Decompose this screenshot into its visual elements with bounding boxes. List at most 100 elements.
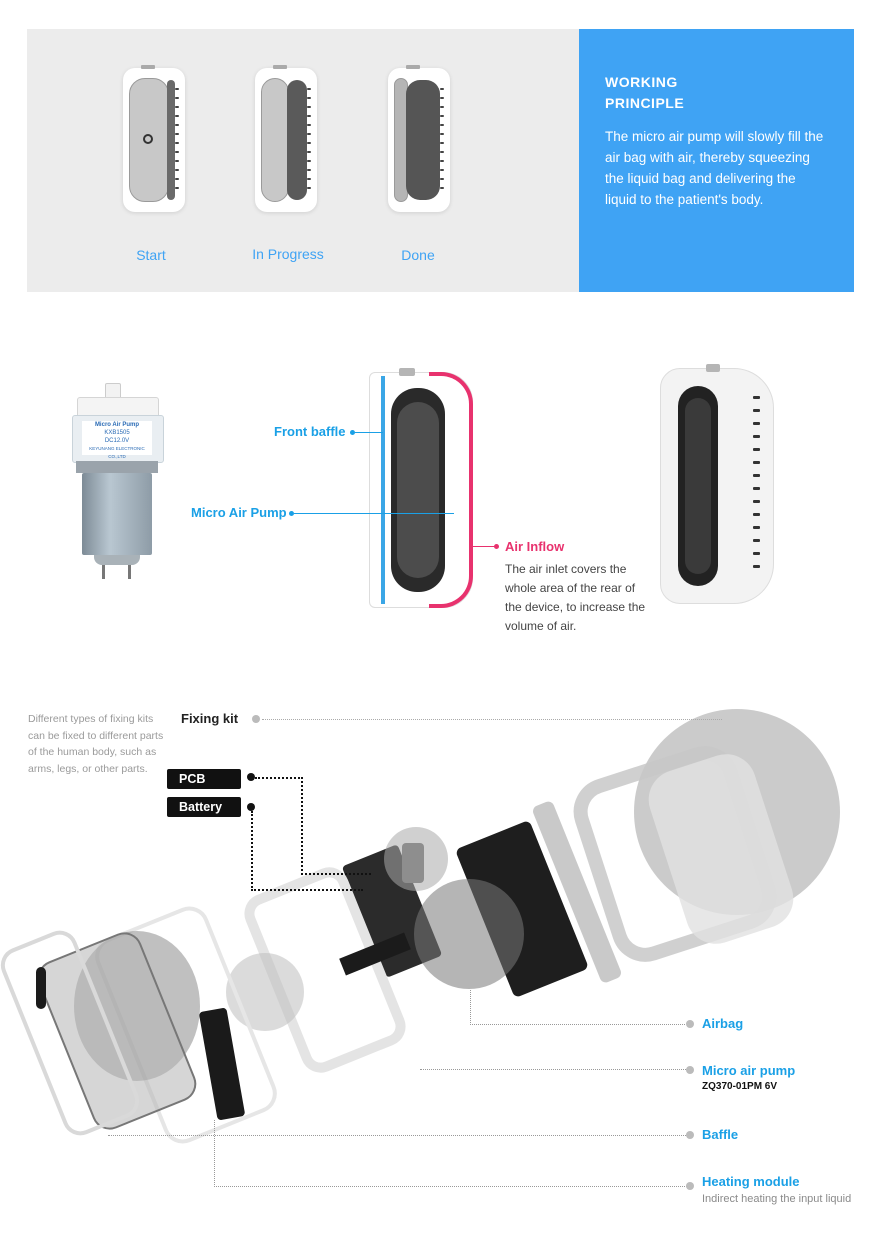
stage-label-start: Start bbox=[136, 247, 166, 263]
vent-slot bbox=[307, 106, 311, 108]
heating-module-leader bbox=[214, 1120, 687, 1187]
heating-module-label: Heating module bbox=[702, 1174, 800, 1189]
pcb-leader bbox=[255, 777, 303, 875]
device-cross-section bbox=[369, 368, 473, 608]
vent-slot bbox=[440, 88, 444, 90]
vent-slot bbox=[753, 513, 760, 516]
vent-slot bbox=[175, 160, 179, 162]
front-baffle-line bbox=[355, 432, 383, 433]
vent-slot bbox=[440, 151, 444, 153]
vent-slot bbox=[307, 124, 311, 126]
fixing-kit-label: Fixing kit bbox=[181, 711, 239, 726]
stage-label-in-progress: In Progress bbox=[252, 246, 324, 262]
micro-air-pump-photo: Micro Air Pump KXB1505 DC12.0V KEYUNANG … bbox=[72, 383, 164, 583]
vent-slot bbox=[175, 124, 179, 126]
fixing-kit-description: Different types of fixing kits can be fi… bbox=[28, 713, 164, 775]
battery-leader bbox=[251, 811, 363, 891]
working-principle-title: WORKING PRINCIPLE bbox=[605, 74, 685, 111]
baffle-label: Baffle bbox=[702, 1127, 739, 1142]
vent-slot bbox=[307, 160, 311, 162]
stage-label-done: Done bbox=[401, 247, 435, 263]
micro-air-pump-label-2: Micro air pump bbox=[702, 1063, 796, 1078]
vent-slot bbox=[175, 133, 179, 135]
vent-slot bbox=[175, 142, 179, 144]
micro-air-pump-dot bbox=[289, 511, 294, 516]
vent-slot bbox=[440, 115, 444, 117]
vent-slot bbox=[440, 142, 444, 144]
vent-slot bbox=[753, 409, 760, 412]
vent-slot bbox=[175, 151, 179, 153]
airbag-dot bbox=[686, 1020, 694, 1028]
vent-slot bbox=[753, 552, 760, 555]
vent-slot bbox=[440, 187, 444, 189]
airbag-leader bbox=[470, 990, 685, 1025]
micro-air-pump-label: Micro Air Pump bbox=[191, 505, 287, 520]
micro-air-pump-model: ZQ370-01PM 6V bbox=[702, 1081, 778, 1092]
airbag-label: Airbag bbox=[702, 1016, 744, 1031]
vent-slot bbox=[307, 133, 311, 135]
vent-slot bbox=[440, 124, 444, 126]
micro-air-pump-leader bbox=[420, 1069, 686, 1070]
working-principle-panel bbox=[579, 29, 854, 292]
pcb-leader-2 bbox=[301, 873, 371, 875]
pcb-dot bbox=[247, 773, 255, 781]
vent-slot bbox=[175, 115, 179, 117]
device-rear-view bbox=[660, 364, 774, 604]
vent-slot bbox=[175, 169, 179, 171]
vent-slot bbox=[440, 106, 444, 108]
pump-brand: Micro Air Pump bbox=[94, 422, 140, 428]
vent-slot bbox=[753, 448, 760, 451]
vent-slot bbox=[175, 88, 179, 90]
heating-module-description: Indirect heating the input liquid bbox=[702, 1193, 852, 1205]
vent-slot bbox=[753, 435, 760, 438]
front-baffle-label: Front baffle bbox=[274, 424, 346, 439]
fixing-kit-leader bbox=[262, 719, 722, 720]
baffle-dot bbox=[686, 1131, 694, 1139]
device-stage-done bbox=[388, 65, 450, 212]
vent-slot bbox=[307, 151, 311, 153]
vent-slot bbox=[307, 178, 311, 180]
vent-slot bbox=[440, 160, 444, 162]
vent-slot bbox=[440, 178, 444, 180]
vent-slot bbox=[753, 539, 760, 542]
vent-slot bbox=[307, 115, 311, 117]
vent-slot bbox=[175, 187, 179, 189]
micro-air-pump-line bbox=[294, 513, 454, 514]
exploded-view-illustration bbox=[0, 705, 850, 1150]
vent-slot bbox=[753, 565, 760, 568]
fixing-kit-dot bbox=[252, 715, 260, 723]
vent-slot bbox=[753, 461, 760, 464]
vent-slot bbox=[753, 474, 760, 477]
vent-slot bbox=[753, 500, 760, 503]
device-stage-start bbox=[123, 65, 185, 212]
vent-slot bbox=[440, 169, 444, 171]
front-baffle-dot bbox=[350, 430, 355, 435]
vent-slot bbox=[307, 97, 311, 99]
air-inflow-dot bbox=[494, 544, 499, 549]
battery-dot bbox=[247, 803, 255, 811]
pump-voltage: DC12.0V bbox=[104, 438, 130, 444]
battery-label: Battery bbox=[167, 797, 241, 817]
vent-slot bbox=[440, 133, 444, 135]
air-inflow-line bbox=[473, 546, 495, 547]
working-principle-description: The micro air pump will slowly fill the … bbox=[605, 129, 824, 207]
heating-module-dot bbox=[686, 1182, 694, 1190]
air-inflow-description: The air inlet covers the whole area of t… bbox=[505, 562, 646, 633]
vent-slot bbox=[307, 187, 311, 189]
vent-slot bbox=[753, 526, 760, 529]
pump-model: KXB1505 bbox=[104, 430, 130, 436]
baffle-leader bbox=[108, 1135, 686, 1136]
vent-slot bbox=[440, 97, 444, 99]
vent-slot bbox=[175, 106, 179, 108]
device-stage-in-progress bbox=[255, 65, 317, 212]
vent-slot bbox=[753, 487, 760, 490]
vent-slot bbox=[307, 169, 311, 171]
vent-slot bbox=[175, 178, 179, 180]
vent-slot bbox=[307, 88, 311, 90]
pump-maker: KEYUNANG ELECTRONIC CO.,LTD bbox=[89, 446, 145, 459]
vent-slot bbox=[175, 97, 179, 99]
vent-slot bbox=[753, 422, 760, 425]
pcb-label: PCB bbox=[167, 769, 241, 789]
vent-slot bbox=[307, 142, 311, 144]
vent-slot bbox=[753, 396, 760, 399]
